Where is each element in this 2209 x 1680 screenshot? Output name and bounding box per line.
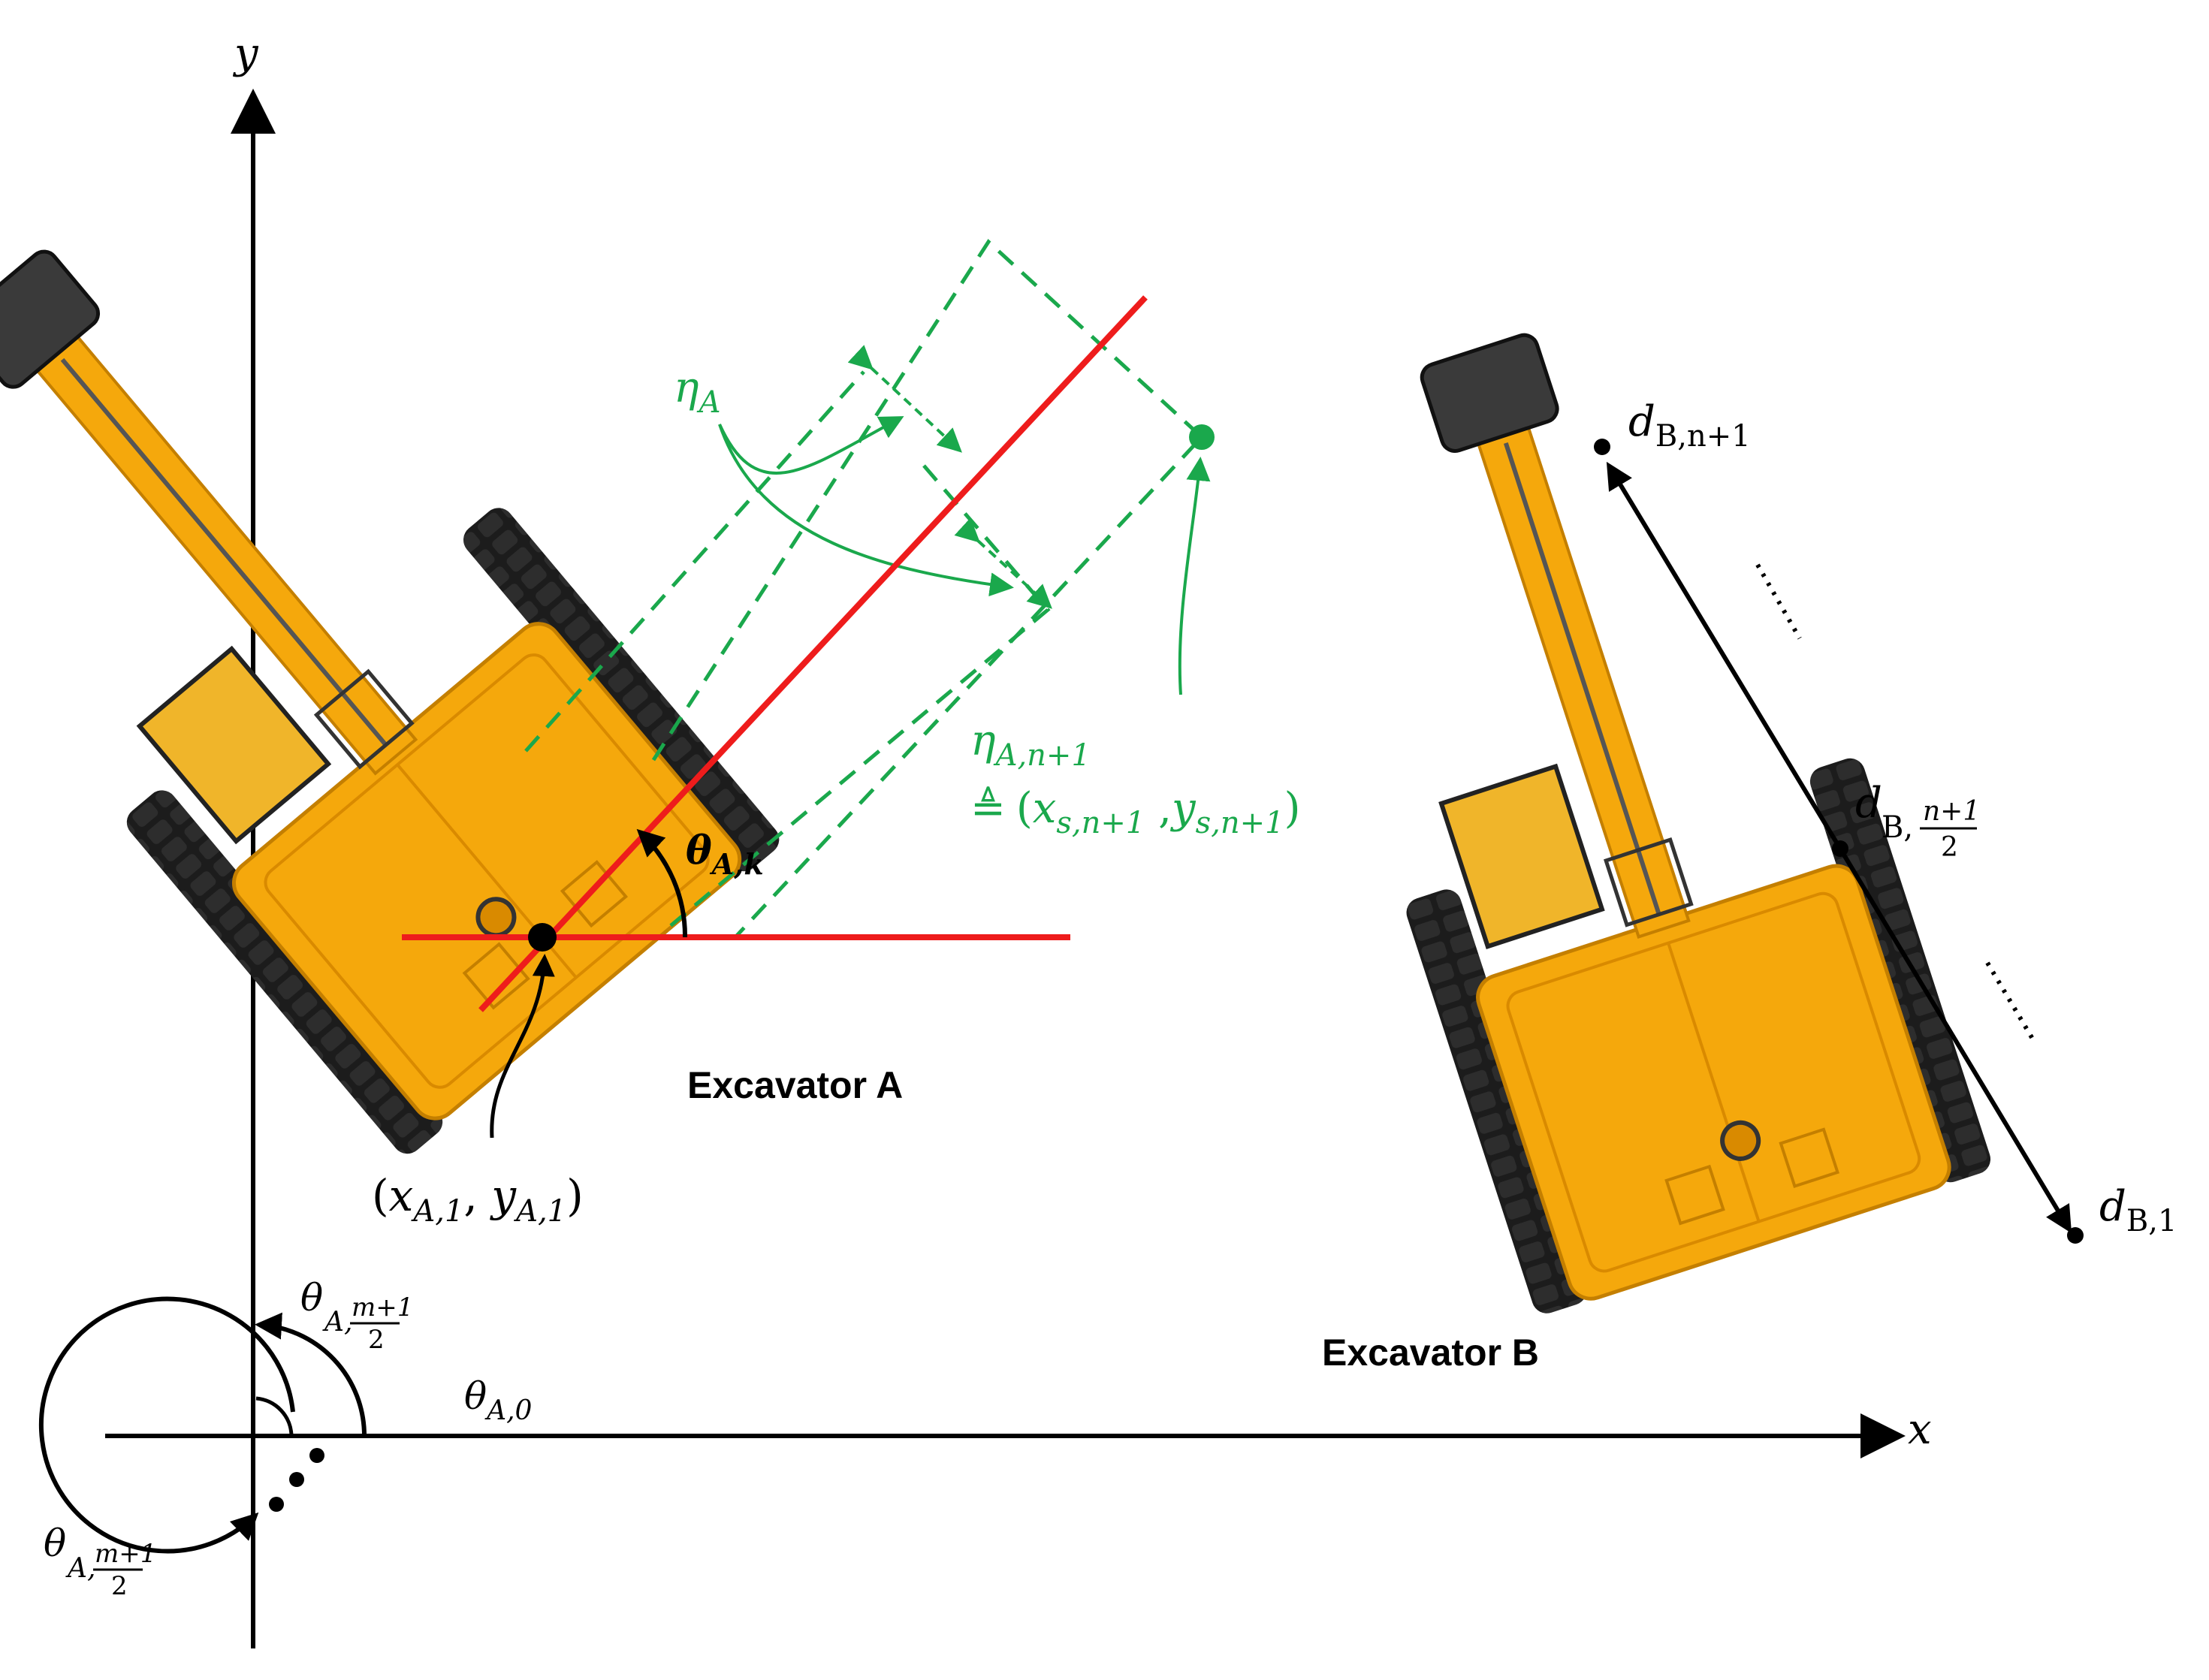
- safety-zone-inner-2: [667, 464, 1051, 929]
- excavator-b-pivot-cap: [1720, 1120, 1761, 1161]
- svg-text:d: d: [1855, 779, 1882, 828]
- excavator-b-label: Excavator B: [1322, 1332, 1539, 1374]
- theta-k-arc: [636, 828, 688, 938]
- angle-arcs: [38, 1296, 367, 1554]
- excavator-a-bucket: [0, 249, 101, 389]
- displacement-arrow-down: [1838, 847, 2072, 1234]
- heading-line: [478, 295, 1148, 1012]
- excavator-a-track-right: [463, 508, 780, 872]
- position-leader: [490, 954, 555, 1139]
- excavator-b-cab: [1438, 763, 1605, 949]
- angle-arc-full: [38, 1296, 295, 1554]
- ellipsis-dot-2: [289, 1472, 304, 1487]
- excavator-a-reference-point: [528, 923, 557, 952]
- svg-text:2: 2: [1941, 832, 1958, 863]
- angle-label-theta-half-bottom: θ A, m+1 2: [44, 1522, 156, 1601]
- theta-k-label: θA,k: [686, 828, 764, 881]
- svg-text:B,: B,: [1882, 810, 1913, 845]
- safety-zone-inner: [524, 370, 865, 753]
- eta-a-label: ηA: [674, 363, 720, 420]
- svg-text:m+1: m+1: [95, 1539, 156, 1569]
- ellipsis-upper: [1755, 563, 1802, 640]
- d-b-half-label: d B, n+1 2: [1855, 779, 1980, 863]
- svg-text:θA,0: θA,0: [464, 1374, 532, 1426]
- angle-label-theta-half-top: θ A, m+1 2: [300, 1276, 413, 1355]
- svg-text:n+1: n+1: [1923, 796, 1980, 827]
- d-b-n1-label: dB,n+1: [1628, 397, 1751, 454]
- svg-text:2: 2: [111, 1571, 128, 1601]
- svg-text:θ: θ: [44, 1522, 66, 1565]
- ellipsis-lower: [1985, 961, 2035, 1040]
- angle-label-theta-0: θA,0: [464, 1374, 532, 1426]
- svg-text:A,: A,: [322, 1307, 352, 1338]
- ellipsis-dot-3: [269, 1497, 284, 1512]
- x-axis-label: x: [1908, 1405, 1932, 1454]
- excavator-a: [0, 249, 780, 1154]
- d-b-1-point: [2067, 1227, 2084, 1244]
- excavator-b: [1406, 333, 1991, 1314]
- excavator-a-track-left: [126, 790, 443, 1154]
- excavator-a-cab: [136, 645, 332, 845]
- excavator-b-track-left: [1406, 889, 1587, 1314]
- excavator-a-safety-zone: [524, 239, 1205, 940]
- svg-text:θ: θ: [300, 1276, 323, 1320]
- svg-text:m+1: m+1: [352, 1292, 413, 1323]
- svg-text:A,: A,: [65, 1553, 95, 1584]
- eta-n1-point: [1189, 424, 1215, 450]
- excavator-a-heading-lines: [402, 295, 1148, 1012]
- d-b-1-label: dB,1: [2099, 1182, 2177, 1238]
- svg-text:2: 2: [368, 1325, 385, 1355]
- excavator-a-label: Excavator A: [687, 1064, 903, 1106]
- y-axis-label: y: [232, 29, 259, 78]
- angle-arc-inner: [255, 1396, 294, 1437]
- angle-arc-quarter: [255, 1312, 367, 1437]
- eta-a-dimension: [718, 345, 1052, 609]
- excavator-b-displacement: [1594, 439, 2084, 1244]
- position-a-label: (xA,1, yA,1): [372, 1170, 584, 1229]
- d-b-n1-point: [1594, 439, 1610, 455]
- displacement-arrow-up: [1606, 461, 1842, 850]
- excavator-b-track-right: [1809, 758, 1991, 1183]
- excavator-b-bucket: [1420, 333, 1559, 453]
- ellipsis-dot-1: [309, 1448, 324, 1463]
- d-b-half-point: [1832, 840, 1848, 857]
- eta-n1-definition: ≜(xs,n+1 ,ys,n+1): [970, 784, 1300, 840]
- eta-n1-leader: [1178, 457, 1211, 695]
- excavator-a-pivot-cap: [475, 897, 517, 938]
- safety-zone-outer: [651, 239, 1205, 940]
- eta-n1-label: ηA,n+1: [970, 716, 1091, 773]
